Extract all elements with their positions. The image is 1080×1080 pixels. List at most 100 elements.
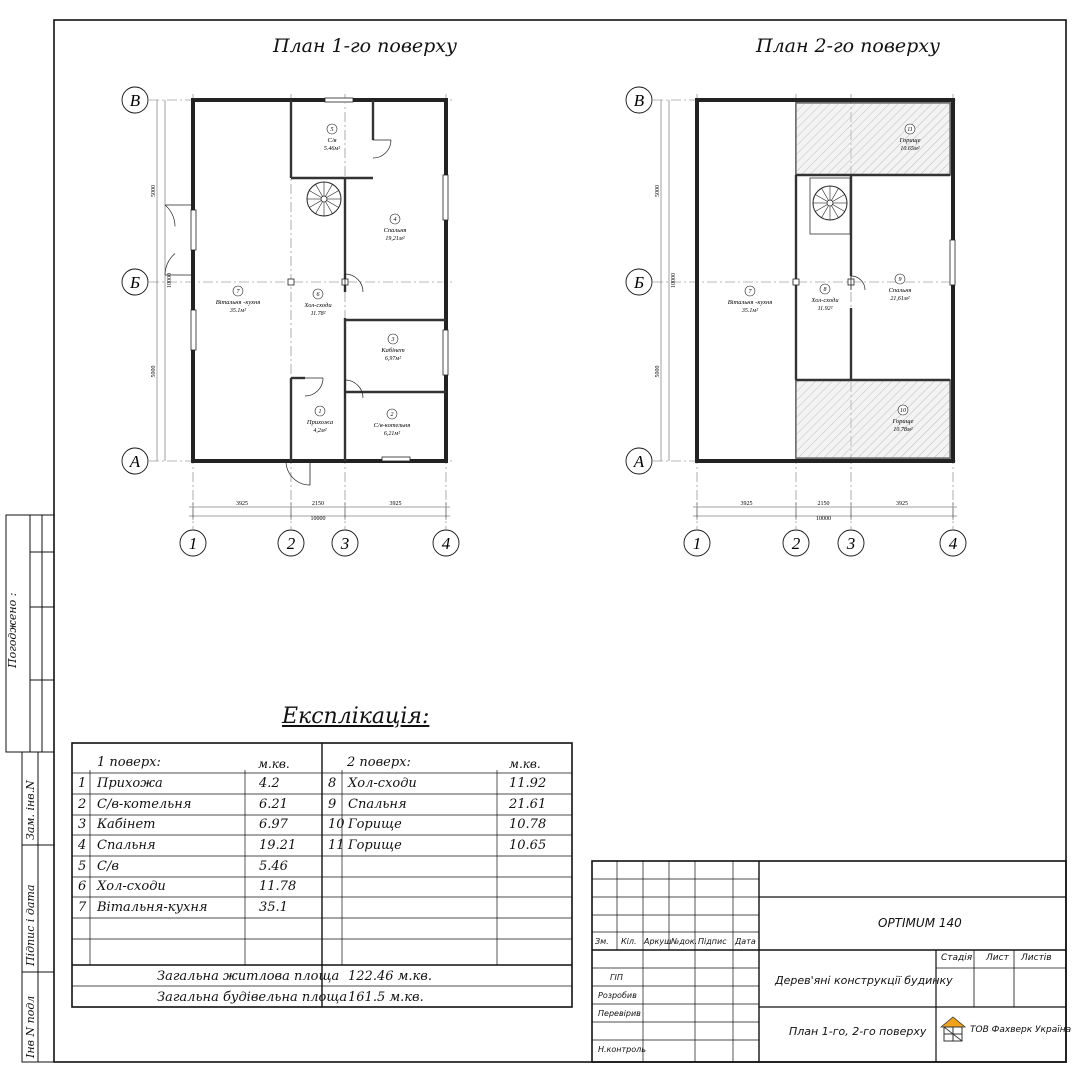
title-block-header: Підпис [698, 937, 727, 946]
stair-step [832, 194, 845, 202]
axis-letter: А [633, 452, 645, 471]
stair-step [815, 194, 828, 202]
room-number-circle [326, 123, 338, 135]
window [381, 456, 411, 462]
side-inv-orig: Інв N подл [24, 995, 37, 1058]
row-number: 8 [328, 776, 337, 791]
outer-wall [191, 98, 448, 463]
window [949, 239, 956, 286]
stair-step [832, 204, 845, 212]
room-area-cell: 10.78 [509, 817, 547, 832]
room-name-cell: Горище [348, 838, 402, 853]
room-area-cell: 6.97 [259, 817, 288, 832]
room-number: 7 [237, 289, 241, 295]
axis-bubble [683, 529, 711, 557]
stair-step [815, 204, 828, 212]
room-area: 10.65м² [900, 146, 919, 152]
room-number-circle [387, 333, 399, 345]
column [792, 278, 800, 286]
room-number: 11 [907, 127, 913, 133]
axis-bubble [277, 529, 305, 557]
row-number: 4 [78, 838, 87, 853]
company-logo-icon [939, 1016, 967, 1042]
room-area: 11.92² [818, 306, 833, 312]
room-name-cell: Хол-сходи [97, 879, 166, 894]
floor2-unit-header: м.кв. [509, 757, 541, 771]
axis-bubble [121, 86, 149, 114]
room-name-cell: С/в-котельня [97, 797, 192, 812]
door-swing [850, 275, 866, 291]
room-name-cell: Спальня [97, 838, 156, 853]
attic-zone-shade [796, 103, 950, 175]
axis-number: 3 [846, 534, 856, 553]
axis-letter: А [129, 452, 141, 471]
row-number: 1 [78, 776, 87, 791]
room-area: 35.1м² [741, 308, 758, 314]
row-number: 10 [328, 817, 345, 832]
dim-text-left: 5000 [151, 185, 157, 197]
attic-zone-shade [796, 380, 950, 458]
title-block-header: №док. [671, 937, 698, 946]
stair-step [831, 205, 839, 218]
axis-bubble [837, 529, 865, 557]
axis-number: 1 [189, 534, 198, 553]
attic-zone [795, 102, 951, 176]
room-number-circle [312, 288, 324, 300]
room-area: 35.1м² [229, 308, 246, 314]
room-name: Спальня [384, 227, 407, 234]
dim-total: 10000 [311, 516, 326, 522]
room-name-cell: Хол-сходи [348, 776, 417, 791]
room-area: 4,2м² [313, 427, 326, 434]
axis-number: 2 [287, 534, 296, 553]
axis-bubble [939, 529, 967, 557]
room-name-cell: Кабінет [97, 817, 156, 832]
axis-number: 1 [693, 534, 702, 553]
dim-text: 3925 [390, 501, 402, 507]
room-number: 8 [824, 287, 827, 293]
floor1-unit-header: м.кв. [258, 757, 290, 771]
room-number: 7 [749, 289, 753, 295]
total-living-value: 122.46 м.кв. [348, 969, 432, 984]
axis-bubble [625, 86, 653, 114]
axis-letter: В [130, 91, 141, 110]
room-name: С/в-котельня [374, 422, 411, 429]
title-block-header: Дата [735, 937, 756, 946]
stair-step [325, 201, 333, 214]
dim-text-left: 5000 [655, 366, 661, 378]
room-area: 10.78м² [893, 427, 912, 433]
subject: Дерев'яні конструкції будинку [775, 974, 953, 987]
stair-step [309, 200, 322, 208]
row-number: 2 [78, 797, 87, 812]
title-block-header: Зм. [595, 937, 609, 946]
room-number-circle [314, 405, 326, 417]
dim-text-left: 5000 [151, 366, 157, 378]
sheets-label: Листів [1021, 953, 1052, 963]
dim-text: 2150 [312, 501, 324, 507]
stair-step [821, 205, 829, 218]
room-number-circle [819, 283, 831, 295]
axis-letter: Б [129, 273, 140, 292]
room-name: Горище [891, 418, 913, 425]
dim-text: 3925 [741, 501, 753, 507]
room-number: 5 [331, 127, 334, 133]
total-building-value: 161.5 м.кв. [348, 990, 424, 1005]
room-area: 19,21м² [385, 236, 404, 242]
room-name: Горище [898, 137, 920, 144]
total-living-label: Загальна житлова площа [157, 969, 340, 984]
stair-step [315, 201, 323, 214]
column [287, 278, 295, 286]
door-swing [164, 253, 176, 276]
title-block-role: ГІП [610, 973, 623, 982]
room-area-cell: 10.65 [509, 838, 547, 853]
room-number-circle [232, 285, 244, 297]
side-sign-date: Підпис і дата [24, 884, 37, 966]
room-number: 9 [899, 277, 902, 283]
room-area-cell: 35.1 [259, 900, 288, 915]
room-number: 2 [391, 412, 394, 418]
axis-bubble [179, 529, 207, 557]
dim-text-left: 5000 [655, 185, 661, 197]
axis-number: 3 [340, 534, 350, 553]
